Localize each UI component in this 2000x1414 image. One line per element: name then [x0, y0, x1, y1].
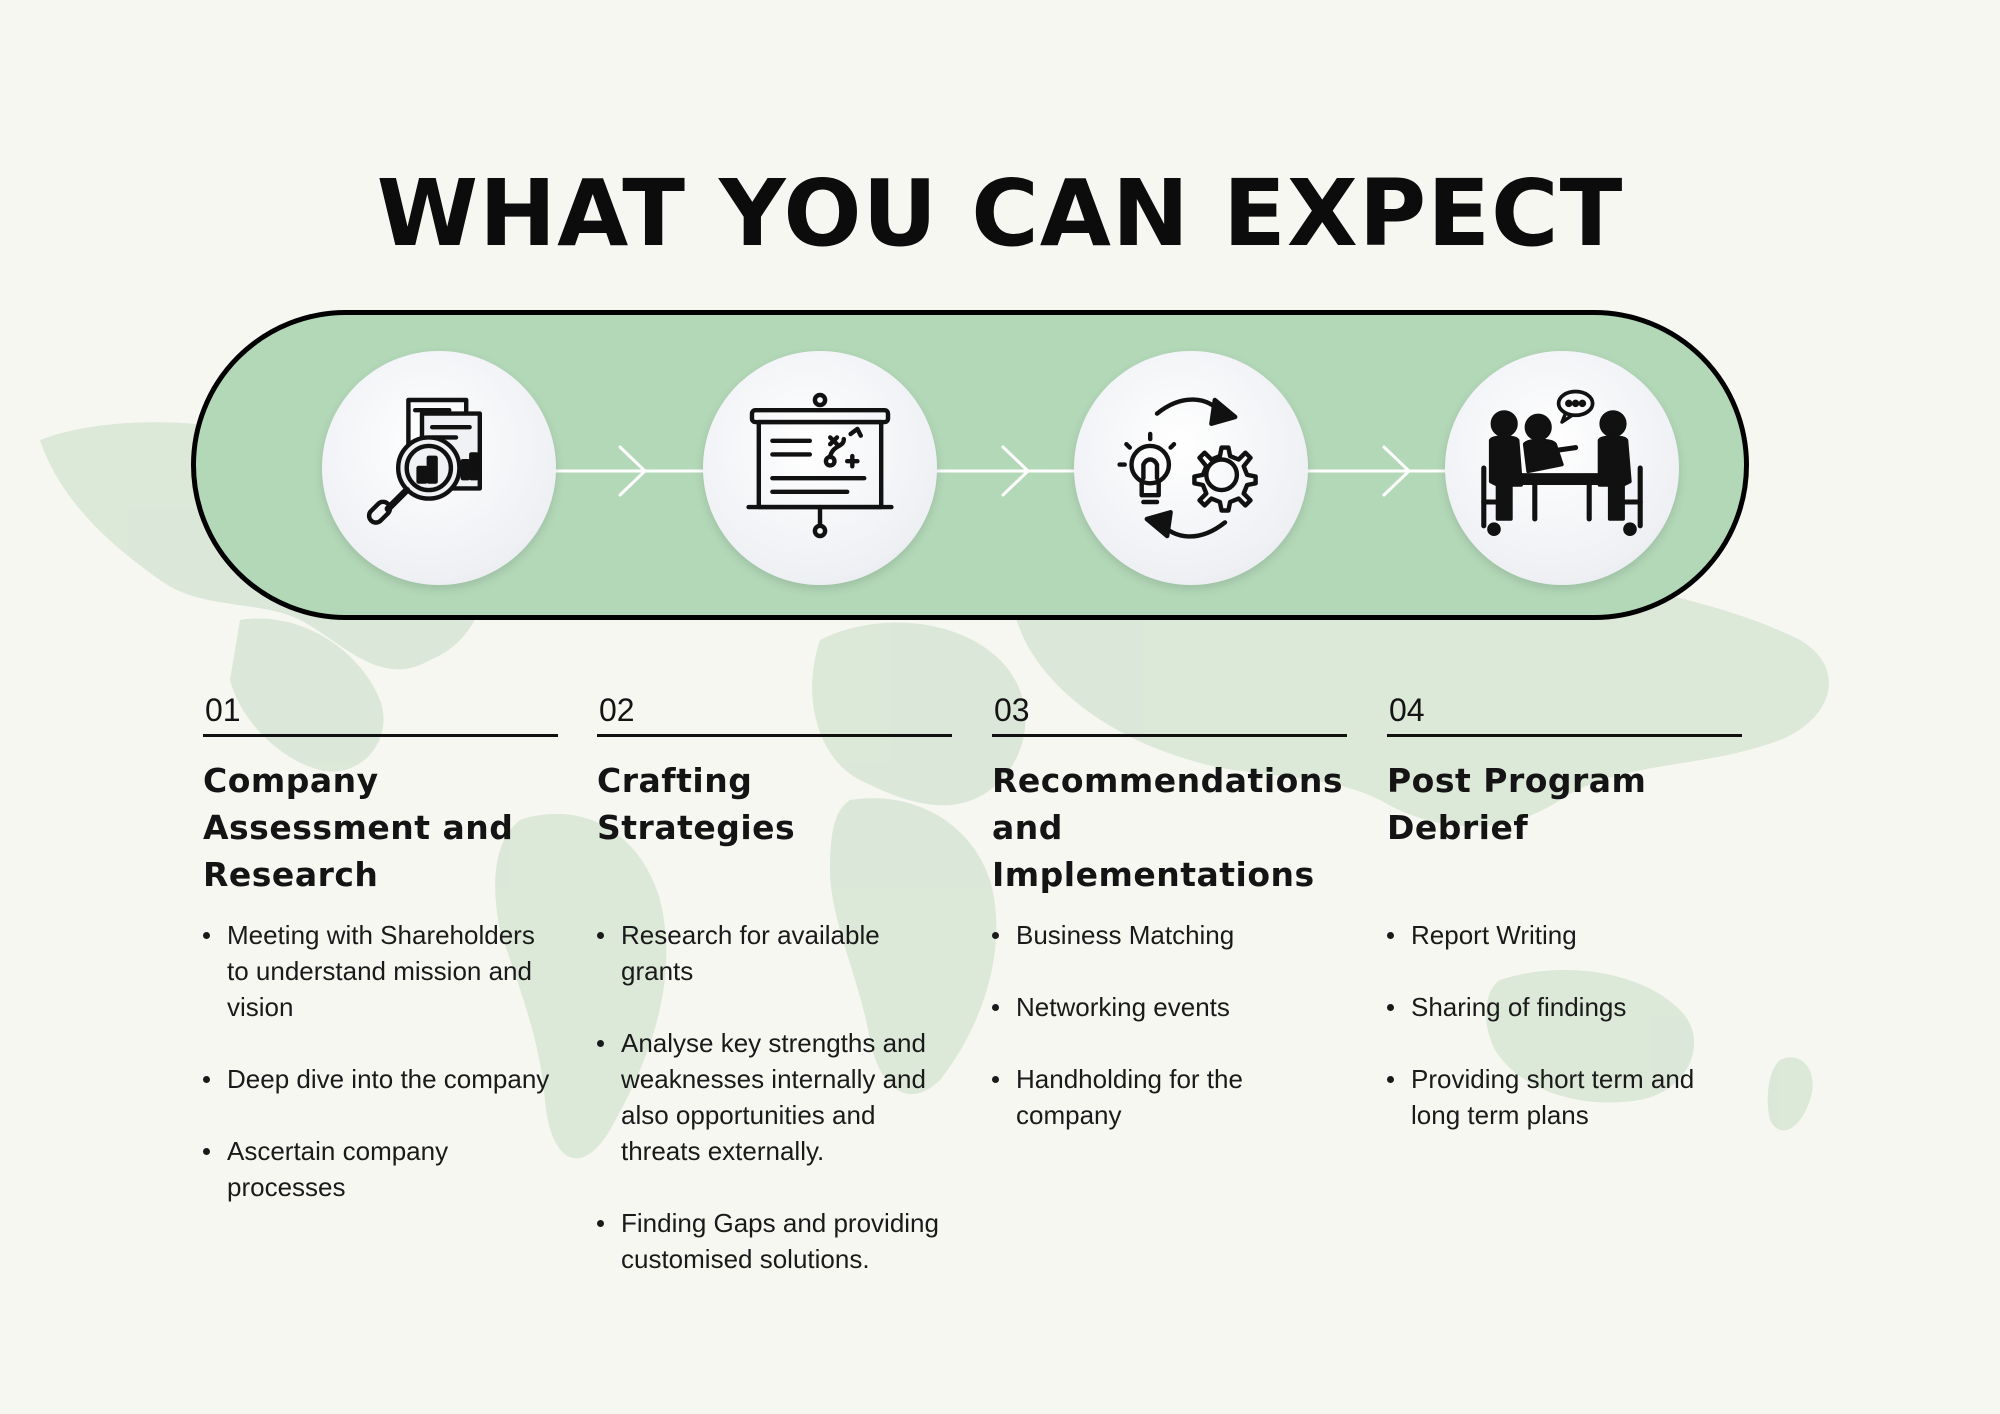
step-column-4: 04 Post Program Debrief Report Writing S… [1387, 690, 1742, 1169]
list-item: Handholding for the company [992, 1061, 1347, 1133]
step-divider [597, 734, 952, 737]
step-number: 01 [205, 692, 241, 728]
list-item: Ascertain company processes [203, 1133, 558, 1205]
list-item: Sharing of findings [1387, 989, 1742, 1025]
step-icon-circle-2 [703, 351, 937, 585]
step-icon-circle-3 [1074, 351, 1308, 585]
step-number: 04 [1389, 692, 1425, 728]
list-item: Analyse key strengths and weaknesses int… [597, 1025, 952, 1169]
step-title: Crafting Strategies [597, 761, 796, 847]
step-divider [203, 734, 558, 737]
step-bullet-list: Research for available grants Analyse ke… [597, 917, 952, 1277]
step-bullet-list: Report Writing Sharing of findings Provi… [1387, 917, 1742, 1133]
list-item: Research for available grants [597, 917, 952, 989]
step-title: Recommendations and Implementations [992, 761, 1343, 894]
list-item: Deep dive into the company [203, 1061, 558, 1097]
step-bullet-list: Meeting with Shareholders to understand … [203, 917, 558, 1205]
presentation-board-icon [746, 392, 894, 539]
step-divider [1387, 734, 1742, 737]
step-icon-circle-4 [1445, 351, 1679, 585]
page-title: WHAT YOU CAN EXPECT [376, 160, 1624, 267]
list-item: Business Matching [992, 917, 1347, 953]
step-bullet-list: Business Matching Networking events Hand… [992, 917, 1347, 1133]
step-number: 02 [599, 692, 635, 728]
step-column-1: 01 Company Assessment and Research Meeti… [203, 690, 558, 1241]
step-column-2: 02 Crafting Strategies Research for avai… [597, 690, 952, 1313]
step-column-3: 03 Recommendations and Implementations B… [992, 690, 1347, 1169]
step-icon-circle-1 [322, 351, 556, 585]
step-title: Company Assessment and Research [203, 761, 514, 894]
meeting-table-icon [1481, 389, 1643, 536]
list-item: Networking events [992, 989, 1347, 1025]
list-item: Finding Gaps and providing customised so… [597, 1205, 952, 1277]
step-number: 03 [994, 692, 1030, 728]
lightbulb-gear-cycle-icon [1117, 397, 1258, 539]
list-item: Meeting with Shareholders to understand … [203, 917, 558, 1025]
step-title: Post Program Debrief [1387, 761, 1647, 847]
step-divider [992, 734, 1347, 737]
list-item: Report Writing [1387, 917, 1742, 953]
magnifier-report-icon [366, 397, 483, 525]
list-item: Providing short term and long term plans [1387, 1061, 1742, 1133]
